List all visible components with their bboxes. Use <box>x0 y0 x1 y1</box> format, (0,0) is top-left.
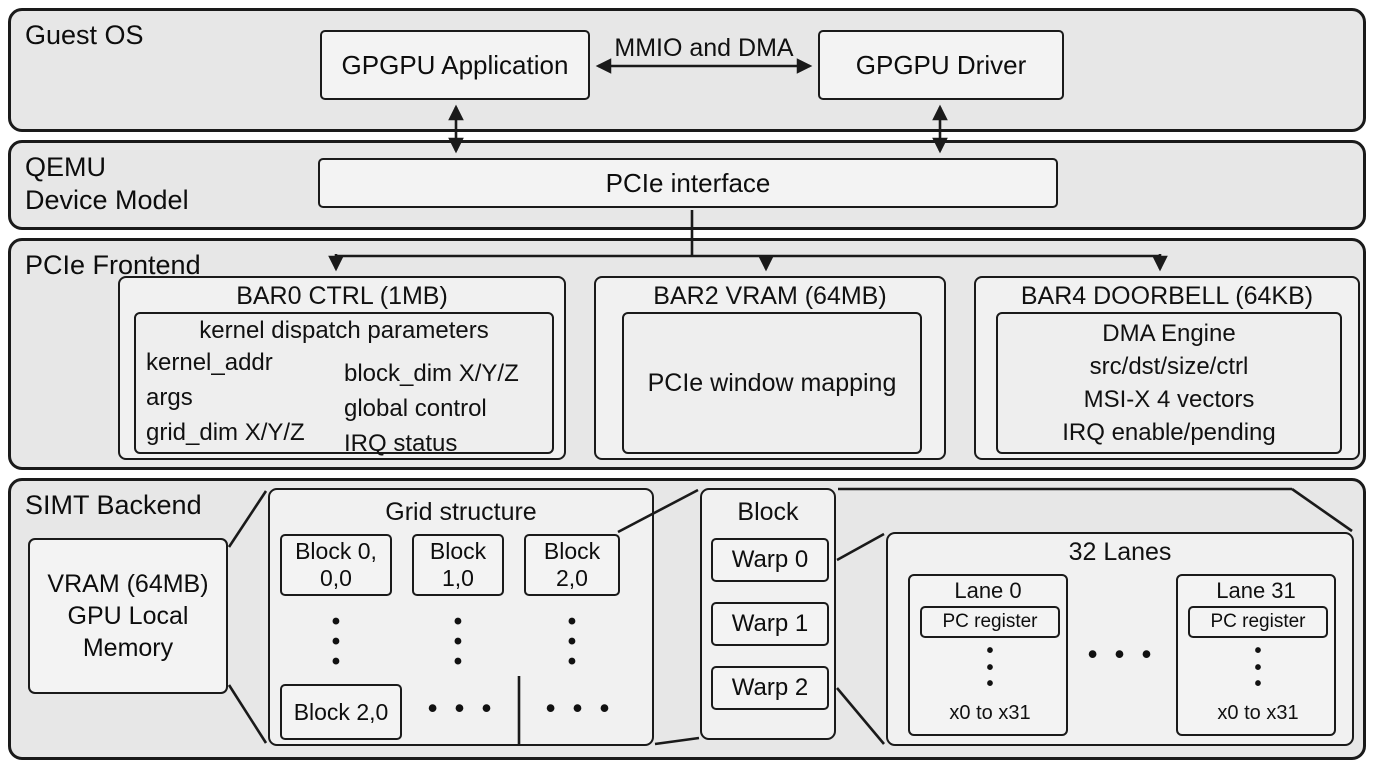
pcie-frontend-label: PCIe Frontend <box>25 250 201 280</box>
qemu-band: QEMU Device Model <box>8 140 1366 230</box>
simt-backend-label: SIMT Backend <box>25 490 202 520</box>
vram-line2: GPU Local <box>67 602 189 630</box>
grid-block-last: Block 2,0 <box>280 684 402 740</box>
lane31-pc-register-box: PC register <box>1188 606 1328 638</box>
grid-structure-box: Grid structure Block 0, 0,0 Block 1,0 Bl… <box>268 488 654 746</box>
gpgpu-application-box: GPGPU Application <box>320 30 590 100</box>
bar4-title: BAR4 DOORBELL (64KB) <box>1020 282 1314 310</box>
irq-enable-line: IRQ enable/pending <box>1062 419 1276 446</box>
grid-block-1-0-line1: Block <box>429 538 487 564</box>
block-box: Block Warp 0 Warp 1 Warp 2 <box>700 488 836 740</box>
vertical-ellipsis-icon: • • • <box>331 608 341 675</box>
pcie-window-mapping-box: PCIe window mapping <box>622 312 922 454</box>
horizontal-ellipsis-icon: • • • <box>545 692 615 723</box>
lane0-box: Lane 0 PC register • • • x0 to x31 <box>908 574 1068 736</box>
gpgpu-driver-box: GPGPU Driver <box>818 30 1064 100</box>
pcie-window-mapping-label: PCIe window mapping <box>647 368 897 397</box>
param-kernel-addr: kernel_addr <box>146 349 273 376</box>
qemu-label: QEMU Device Model <box>25 151 189 217</box>
lanes-title: 32 Lanes <box>1068 538 1172 566</box>
warp0-box: Warp 0 <box>711 538 829 582</box>
grid-block-1-0: Block 1,0 <box>412 534 504 596</box>
kernel-dispatch-box: kernel dispatch parameters kernel_addr a… <box>134 312 554 457</box>
grid-structure-title: Grid structure <box>385 498 537 526</box>
dma-engine-line: DMA Engine <box>1102 320 1236 347</box>
lane0-pc-register-box: PC register <box>920 606 1060 638</box>
kernel-dispatch-title: kernel dispatch parameters <box>199 317 489 344</box>
warp2-box: Warp 2 <box>711 666 829 710</box>
vram-line1: VRAM (64MB) <box>47 570 209 598</box>
qemu-label-line1: QEMU <box>25 152 106 182</box>
guest-os-label: Guest OS <box>25 20 144 50</box>
lane31-registers-label: x0 to x31 <box>1217 702 1299 724</box>
gpgpu-driver-label: GPGPU Driver <box>855 49 1027 80</box>
grid-block-1-0-line2: 1,0 <box>442 565 474 591</box>
dma-src-dst-line: src/dst/size/ctrl <box>1089 353 1249 380</box>
kernel-dispatch-right-column: block_dim X/Y/Z global control IRQ statu… <box>344 356 542 461</box>
bar4-doorbell-box: BAR4 DOORBELL (64KB) DMA Engine src/dst/… <box>974 276 1360 460</box>
bar0-ctrl-box: BAR0 CTRL (1MB) kernel dispatch paramete… <box>118 276 566 460</box>
lane0-pc-register-label: PC register <box>942 611 1038 632</box>
qemu-label-line2: Device Model <box>25 185 189 215</box>
warp1-box: Warp 1 <box>711 602 829 646</box>
pcie-interface-box: PCIe interface <box>318 158 1058 208</box>
bar2-vram-box: BAR2 VRAM (64MB) PCIe window mapping <box>594 276 946 460</box>
vertical-ellipsis-icon: • • • <box>1254 640 1262 696</box>
lane31-pc-register-label: PC register <box>1210 611 1306 632</box>
param-grid-dim: grid_dim X/Y/Z <box>146 419 305 446</box>
horizontal-ellipsis-icon: • • • <box>1087 638 1157 669</box>
pcie-interface-label: PCIe interface <box>605 167 771 198</box>
vertical-ellipsis-icon: • • • <box>453 608 463 675</box>
param-global-control: global control <box>344 395 487 422</box>
msix-line: MSI-X 4 vectors <box>1083 386 1255 413</box>
grid-block-last-label: Block 2,0 <box>293 698 389 725</box>
guest-os-band: Guest OS <box>8 8 1366 132</box>
warp0-label: Warp 0 <box>731 546 809 573</box>
lane31-box: Lane 31 PC register • • • x0 to x31 <box>1176 574 1336 736</box>
dma-engine-box: DMA Engine src/dst/size/ctrl MSI-X 4 vec… <box>996 312 1342 454</box>
param-irq-status: IRQ status <box>344 430 458 457</box>
block-title: Block <box>737 498 799 526</box>
vertical-ellipsis-icon: • • • <box>986 640 994 696</box>
grid-block-0-0-0-line1: Block 0, <box>295 538 377 564</box>
horizontal-ellipsis-icon: • • • <box>427 692 497 723</box>
grid-block-0-0-0: Block 0, 0,0 <box>280 534 392 596</box>
warp2-label: Warp 2 <box>731 674 809 701</box>
vertical-ellipsis-icon: • • • <box>567 608 577 675</box>
grid-block-2-0-line2: 2,0 <box>556 565 588 591</box>
mmio-dma-label: MMIO and DMA <box>614 34 794 62</box>
kernel-dispatch-left-column: kernel_addr args grid_dim X/Y/Z <box>146 345 344 461</box>
kernel-dispatch-columns: kernel_addr args grid_dim X/Y/Z block_di… <box>136 345 552 461</box>
warp1-label: Warp 1 <box>731 610 809 637</box>
grid-block-2-0: Block 2,0 <box>524 534 620 596</box>
lane0-title: Lane 0 <box>954 578 1022 603</box>
bar0-title: BAR0 CTRL (1MB) <box>236 282 448 310</box>
vram-box: VRAM (64MB) GPU Local Memory <box>28 538 228 694</box>
vram-line3: Memory <box>82 634 174 662</box>
lane0-registers-label: x0 to x31 <box>949 702 1031 724</box>
lanes-box: 32 Lanes Lane 0 PC register • • • x0 to … <box>886 532 1354 746</box>
bar2-title: BAR2 VRAM (64MB) <box>653 282 887 310</box>
param-block-dim: block_dim X/Y/Z <box>344 360 519 387</box>
lane31-title: Lane 31 <box>1216 578 1296 603</box>
grid-block-2-0-line1: Block <box>543 538 601 564</box>
gpgpu-application-label: GPGPU Application <box>341 49 569 80</box>
grid-block-0-0-0-line2: 0,0 <box>320 565 352 591</box>
param-args: args <box>146 384 193 411</box>
